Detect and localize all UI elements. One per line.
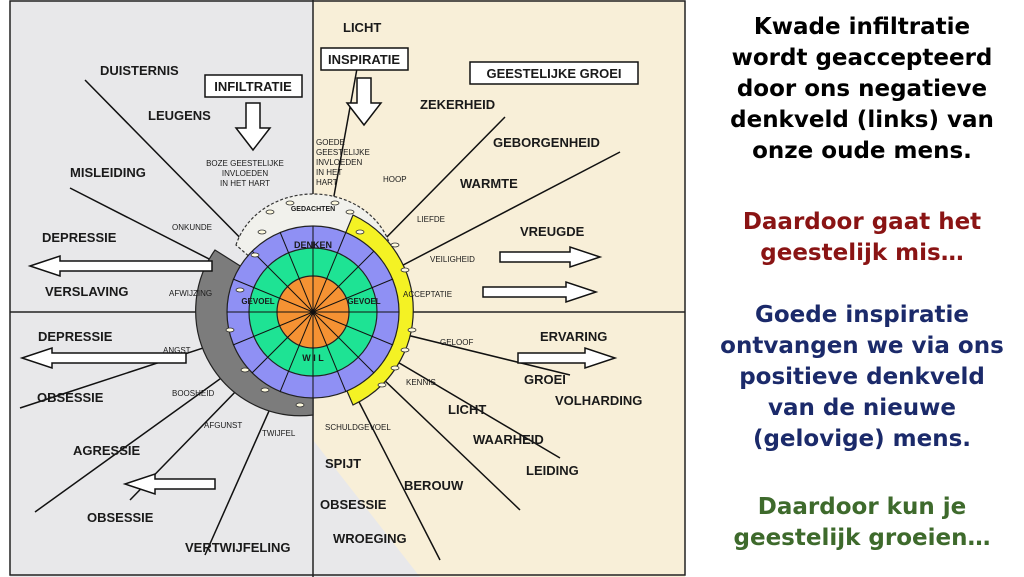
licht-bottom-label: LICHT: [448, 402, 486, 417]
core-spokes: [227, 226, 399, 398]
depressie-bottom-label: DEPRESSIE: [38, 329, 113, 344]
decor-ovals: [225, 200, 417, 408]
left-arrow-bottom-icon: [122, 472, 216, 496]
goede-line3: INVLOEDEN: [316, 158, 362, 167]
explanation-2-line-2: geestelijk mis…: [760, 240, 964, 266]
explanation-1-line-3: door ons negatieve: [736, 76, 988, 102]
boze-line3: IN HET HART: [220, 179, 270, 188]
explanation-block-1: Kwade infiltratie wordt geaccepteerd doo…: [700, 12, 1024, 167]
right-arrow-acceptatie-icon: [482, 280, 599, 304]
licht-top-label: LICHT: [343, 20, 381, 35]
obsessie-mid-label: OBSESSIE: [320, 497, 387, 512]
explanation-1-line-5: onze oude mens.: [752, 138, 972, 164]
geloof-label: GELOOF: [440, 338, 473, 347]
right-arrow-ervaring-icon: [517, 346, 618, 370]
diagram-border: [9, 0, 686, 576]
explanation-1-line-1: Kwade infiltratie: [753, 14, 971, 40]
volharding-label: VOLHARDING: [555, 393, 642, 408]
right-labels: LICHT ZEKERHEID GEBORGENHEID WARMTE VREU…: [320, 20, 642, 546]
misleiding-label: MISLEIDING: [70, 165, 146, 180]
kennis-label: KENNIS: [406, 378, 436, 387]
waarheid-label: WAARHEID: [473, 432, 544, 447]
boosheid-label: BOOSHEID: [172, 389, 214, 398]
zekerheid-label: ZEKERHEID: [420, 97, 495, 112]
explanation-3-line-3: positieve denkveld: [739, 364, 985, 390]
explanation-block-3: Goede inspiratie ontvangen we via ons po…: [700, 300, 1024, 455]
geestelijke-groei-box: [469, 61, 639, 85]
wroeging-label: WROEGING: [333, 531, 407, 546]
infiltratie-label: INFILTRATIE: [214, 79, 292, 94]
explanation-3-line-4: van de nieuwe: [767, 395, 957, 421]
afgunst-label: AFGUNST: [204, 421, 242, 430]
obsessie-left-label: OBSESSIE: [37, 390, 104, 405]
denken-label: DENKEN: [294, 240, 332, 250]
boze-line2: INVLOEDEN: [222, 169, 268, 178]
boze-line1: BOZE GEESTELIJKE: [206, 159, 284, 168]
infiltratie-arrow-icon: [234, 102, 272, 152]
explanation-panel: Kwade infiltratie wordt geaccepteerd doo…: [700, 0, 1024, 577]
gevoel-right-label: GEVOEL: [347, 297, 380, 306]
inspiratie-box: [320, 47, 409, 71]
left-arrow-top-icon: [27, 254, 213, 278]
obsessie-bottom-label: OBSESSIE: [87, 510, 154, 525]
duisternis-label: DUISTERNIS: [100, 63, 179, 78]
explanation-block-4: Daardoor kun je geestelijk groeien…: [700, 492, 1024, 554]
berouw-label: BEROUW: [404, 478, 464, 493]
explanation-1-line-4: denkveld (links) van: [730, 107, 994, 133]
goede-line5: HART: [316, 178, 338, 187]
left-arrow-mid-icon: [19, 346, 187, 370]
geborgenheid-label: GEBORGENHEID: [493, 135, 600, 150]
afwijzing-label: AFWIJZING: [169, 289, 212, 298]
goede-line1: GOEDE: [316, 138, 345, 147]
inspiratie-label: INSPIRATIE: [328, 52, 400, 67]
angst-label: ANGST: [163, 346, 191, 355]
geestelijke-groei-label: GEESTELIJKE GROEI: [486, 66, 621, 81]
gevoel-left-label: GEVOEL: [241, 297, 274, 306]
explanation-3-line-5: (gelovige) mens.: [752, 426, 972, 452]
ervaring-label: ERVARING: [540, 329, 607, 344]
acceptatie-label: ACCEPTATIE: [403, 290, 452, 299]
hoop-label: HOOP: [383, 175, 407, 184]
depressie-top-label: DEPRESSIE: [42, 230, 117, 245]
verslaving-label: VERSLAVING: [45, 284, 129, 299]
right-arrow-vreugde-icon: [499, 245, 603, 269]
goede-line2: GEESTELIJKE: [316, 148, 370, 157]
goede-line4: IN HET: [316, 168, 342, 177]
explanation-2-line-1: Daardoor gaat het: [742, 209, 982, 235]
left-labels: DUISTERNIS LEUGENS MISLEIDING DEPRESSIE …: [37, 63, 290, 555]
groei-label: GROEI: [524, 372, 566, 387]
gedachten-label: GEDACHTEN: [291, 206, 335, 213]
grey-corner: [313, 440, 420, 577]
liefde-label: LIEFDE: [417, 215, 445, 224]
inspiratie-arrow-icon: [345, 77, 383, 127]
vreugde-label: VREUGDE: [520, 224, 585, 239]
explanation-4-line-2: geestelijk groeien…: [733, 525, 991, 551]
infiltratie-box: [204, 74, 303, 98]
spiritual-diagram: INFILTRATIE INSPIRATIE GEESTELIJKE GROEI…: [9, 0, 686, 577]
spijt-label: SPIJT: [325, 456, 361, 471]
explanation-3-line-2: ontvangen we via ons: [720, 333, 1004, 359]
explanation-block-2: Daardoor gaat het geestelijk mis…: [700, 207, 1024, 269]
wil-label: W I L: [302, 353, 324, 363]
explanation-4-line-1: Daardoor kun je: [757, 494, 967, 520]
small-labels: BOZE GEESTELIJKE INVLOEDEN IN HET HART G…: [163, 138, 475, 438]
schuldgevoel-label: SCHULDGEVOEL: [325, 423, 391, 432]
explanation-3-line-1: Goede inspiratie: [755, 302, 969, 328]
explanation-1-line-2: wordt geaccepteerd: [731, 45, 993, 71]
onkunde-label: ONKUNDE: [172, 223, 212, 232]
leiding-label: LEIDING: [526, 463, 579, 478]
vertwijfeling-label: VERTWIJFELING: [185, 540, 290, 555]
twijfel-label: TWIJFEL: [262, 429, 296, 438]
agressie-label: AGRESSIE: [73, 443, 141, 458]
veiligheid-label: VEILIGHEID: [430, 255, 475, 264]
leugens-label: LEUGENS: [148, 108, 211, 123]
warmte-label: WARMTE: [460, 176, 518, 191]
